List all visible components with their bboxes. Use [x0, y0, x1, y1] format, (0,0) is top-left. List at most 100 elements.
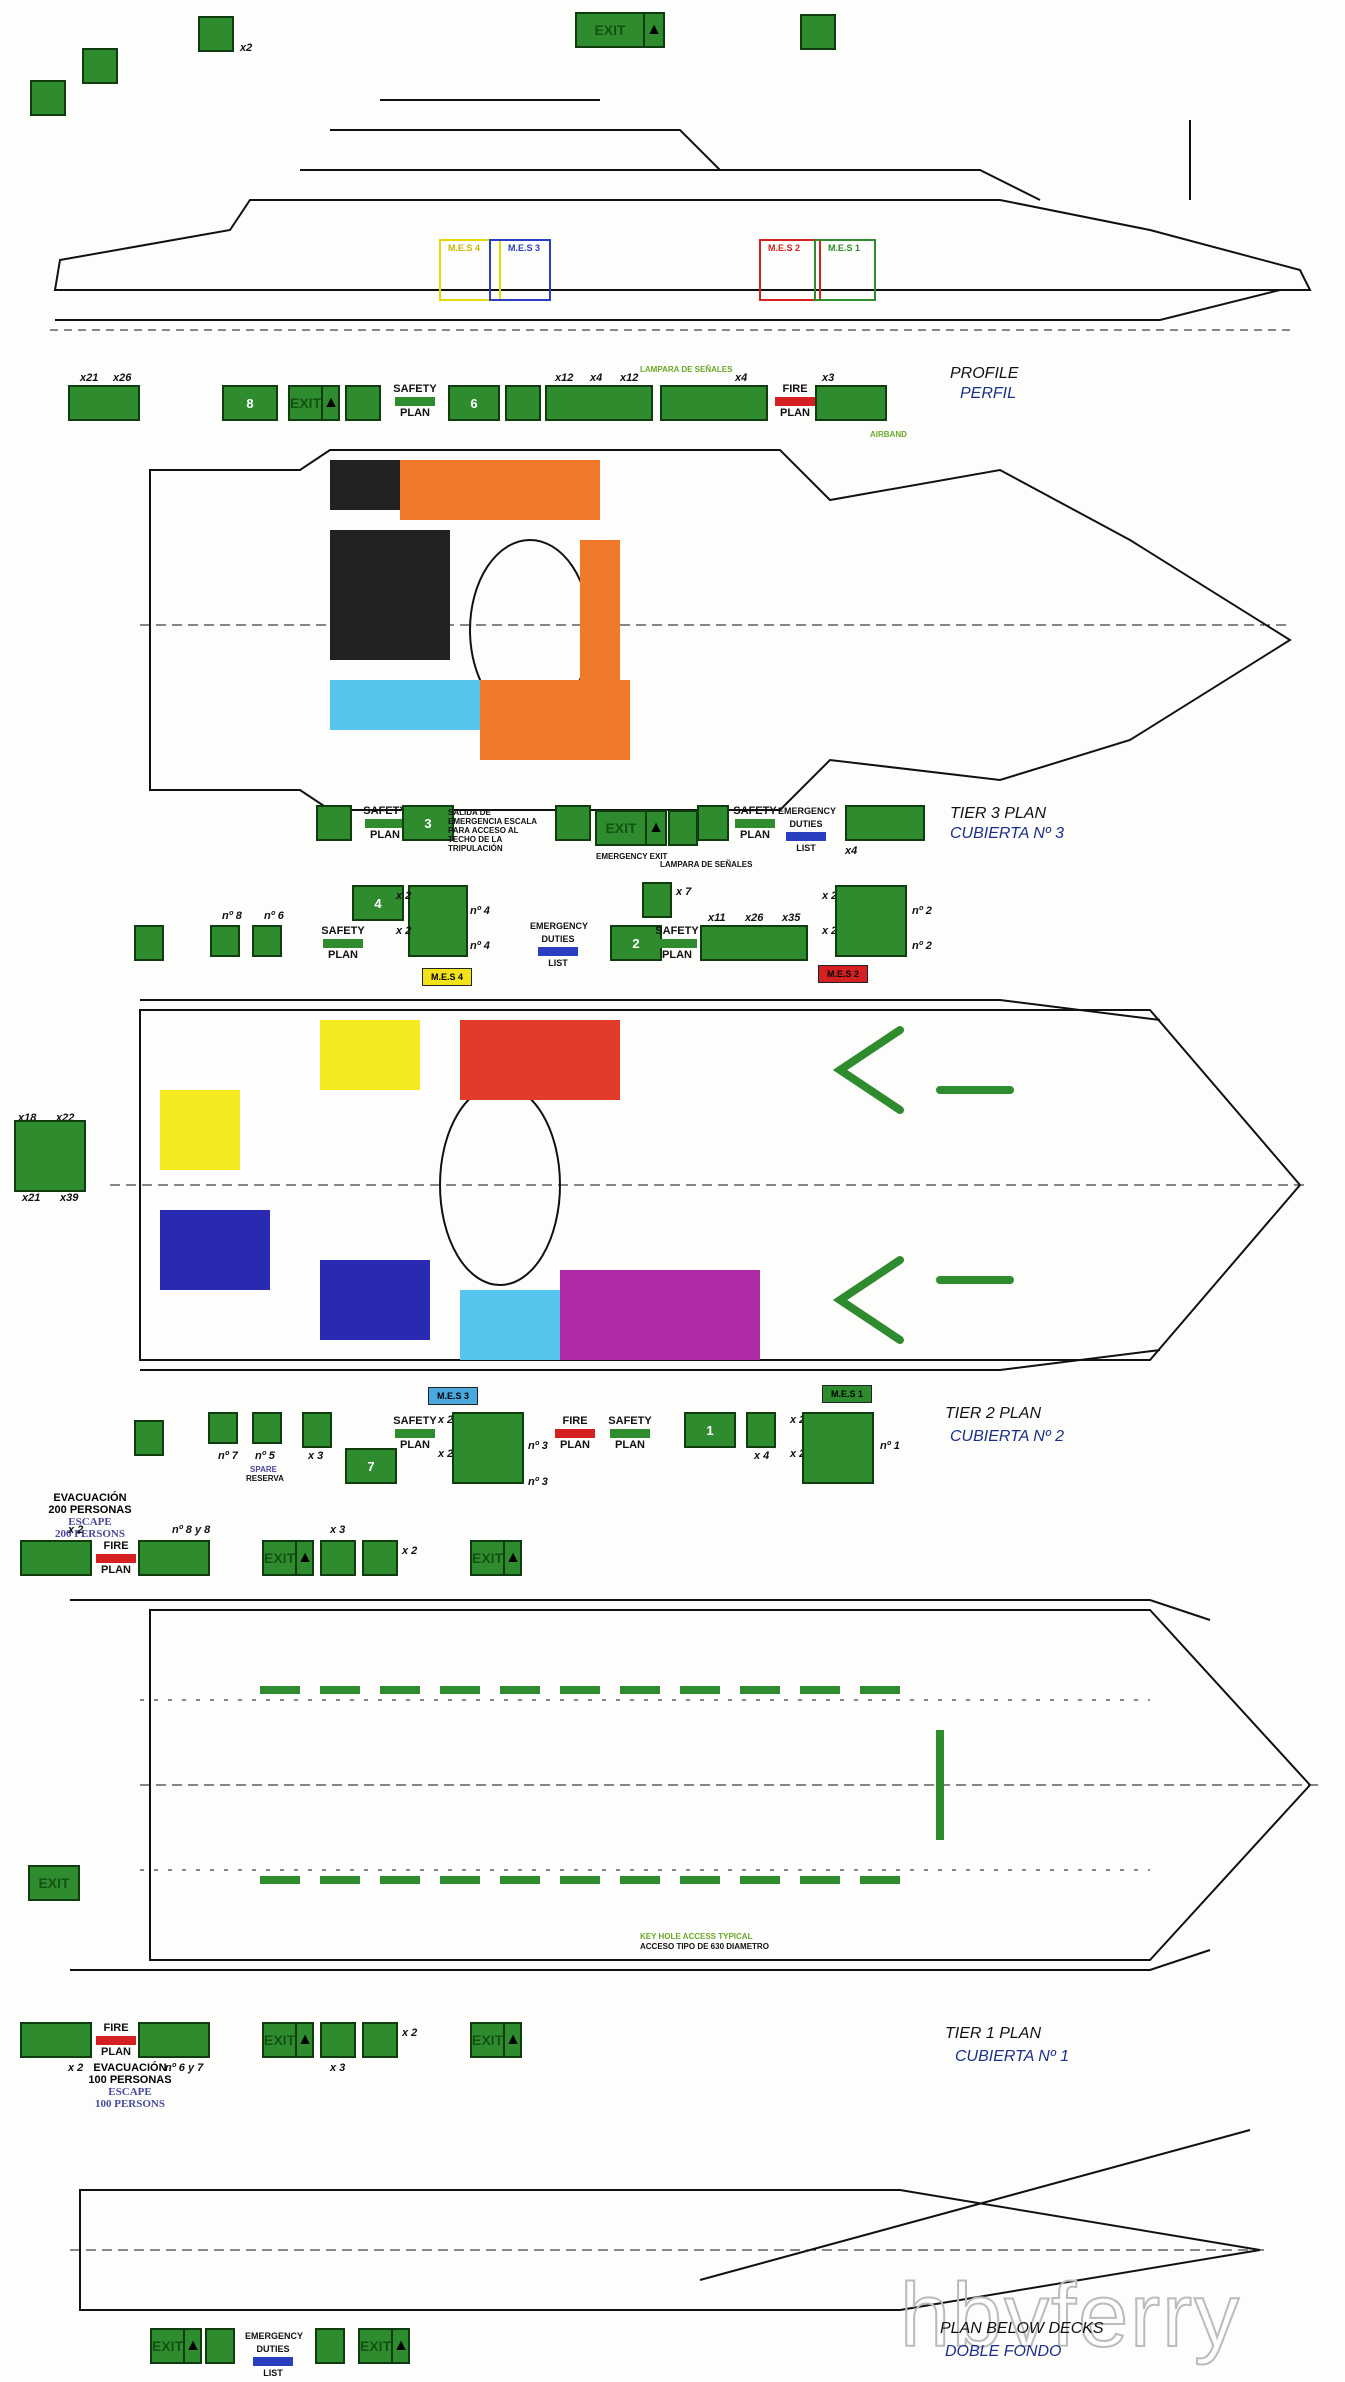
red-bar [96, 2036, 136, 2045]
tier1-subtitle: CUBIERTA Nº 1 [955, 2048, 1070, 2065]
reserva-label: RESERVA [246, 1474, 284, 1483]
fire-hose-icon [345, 385, 381, 421]
quantity-label: x 2 [790, 1448, 806, 1460]
tier3-subtitle: CUBIERTA Nº 3 [950, 825, 1065, 842]
number-label: nº 4 [470, 940, 490, 952]
up-arrow-icon: ▲ [321, 387, 339, 419]
quantity-label: x 2 [402, 1545, 418, 1557]
quantity-label: x 2 [396, 890, 412, 902]
green-bar [395, 1429, 435, 1438]
tier3-title: TIER 3 PLAN [950, 805, 1047, 822]
red-bar [555, 1429, 595, 1438]
evac-en-line1: ESCAPE [68, 1516, 112, 1528]
number-label: nº 6 [264, 910, 284, 922]
station-number: 1 [706, 1422, 714, 1438]
exit-text: EXIT [594, 22, 626, 38]
duties-text: EMERGENCY DUTIES [245, 2331, 304, 2354]
quantity-label: x 7 [676, 886, 692, 898]
number-label: nº 3 [528, 1440, 548, 1452]
exit-text: EXIT [290, 395, 322, 411]
number-label: nº 8 y 8 [172, 1524, 211, 1536]
quantity-label: x 2 [402, 2027, 418, 2039]
number-label: nº 8 [222, 910, 242, 922]
quantity-label: x21 [80, 372, 99, 384]
safety-plan-label: SAFETY PLAN [318, 925, 368, 962]
muster-station-icon: 3 [402, 805, 454, 841]
plan-text: PLAN [400, 1439, 430, 1451]
tier1-escape-arrows [260, 1686, 944, 1884]
evac-es-line2: 200 PERSONAS [48, 1504, 132, 1516]
blue-bar [538, 947, 578, 956]
tier2-subtitle: CUBIERTA Nº 2 [950, 1428, 1065, 1445]
emergency-exit-sign: EXIT▲ [288, 385, 340, 421]
safety-text: SAFETY [393, 1415, 437, 1427]
plan-text: PLAN [101, 2046, 131, 2058]
safety-text: SAFETY [733, 805, 777, 817]
green-bar [610, 1429, 650, 1438]
fire-text: FIRE [562, 1415, 588, 1427]
muster-station-icon: 6 [448, 385, 500, 421]
station-number: 4 [374, 895, 382, 911]
plan-text: PLAN [370, 829, 400, 841]
quantity-label: x3 [822, 372, 835, 384]
lifebuoy-pair-icon [68, 385, 140, 421]
quantity-label: x11 [708, 912, 726, 924]
fire-hose-icon [505, 385, 541, 421]
lifebuoy-icon [746, 1412, 776, 1448]
plan-text: PLAN [328, 949, 358, 961]
aldis-lamp-label: LAMPARA DE SEÑALES [640, 365, 733, 374]
emergency-exit-sign: EXIT▲ [358, 2328, 410, 2364]
lifejacket-group-icon [14, 1120, 86, 1192]
emergency-exit-sign: EXIT▲ [470, 2022, 522, 2058]
fire-hose-icon [138, 1540, 210, 1576]
up-arrow-icon: ▲ [503, 2024, 521, 2056]
lamp-icon [697, 805, 729, 841]
lifesaving-equipment-icon [802, 1412, 874, 1484]
airband-label: AIRBAND [870, 430, 907, 439]
quantity-label: x26 [113, 372, 132, 384]
quantity-label: x39 [60, 1192, 79, 1204]
muster-station-icon: 4 [352, 885, 404, 921]
tier3-seating [330, 460, 630, 760]
lifebuoy-light-icon [316, 805, 352, 841]
green-bar [735, 819, 775, 828]
liferaft-icon [198, 16, 234, 52]
evac-en-line2: 100 PERSONS [95, 2098, 165, 2110]
quantity-label: x 2 [822, 925, 838, 937]
up-arrow-icon: ▲ [645, 812, 665, 844]
fire-text: FIRE [103, 1540, 129, 1552]
up-arrow-icon: ▲ [503, 1542, 521, 1574]
blue-bar [253, 2357, 293, 2366]
lamp-icon [205, 2328, 235, 2364]
aldis-lamp-caption: LAMPARA DE SEÑALES [660, 860, 753, 869]
number-label: nº 3 [528, 1476, 548, 1488]
lifesaving-equipment-icon [452, 1412, 524, 1484]
safety-text: SAFETY [321, 925, 365, 937]
quantity-label: x 2 [790, 1414, 806, 1426]
emergency-exit-sign: EXIT▲ [575, 12, 665, 48]
list-text: LIST [796, 843, 816, 853]
mes-badge: M.E.S 1 [822, 1385, 872, 1403]
fire-text: FIRE [103, 2022, 129, 2034]
safety-text: SAFETY [363, 805, 407, 817]
blue-bar [786, 832, 826, 841]
list-text: LIST [548, 958, 568, 968]
fireman-outfit-icon [320, 2022, 356, 2058]
rescue-boat-icon [30, 80, 66, 116]
fire-hose-icon [134, 925, 164, 961]
emergency-exit-sign: EXIT▲ [150, 2328, 202, 2364]
tier2-hull [110, 999, 1310, 1371]
tier3-hull [140, 449, 1292, 811]
quantity-label: x 4 [754, 1450, 770, 1462]
profile-hull [50, 99, 1312, 331]
number-label: nº 2 [912, 905, 932, 917]
mes-label: M.E.S 2 [767, 243, 800, 253]
exit-text: EXIT [472, 1550, 504, 1566]
safety-plan-label: SAFETY PLAN [360, 805, 410, 842]
